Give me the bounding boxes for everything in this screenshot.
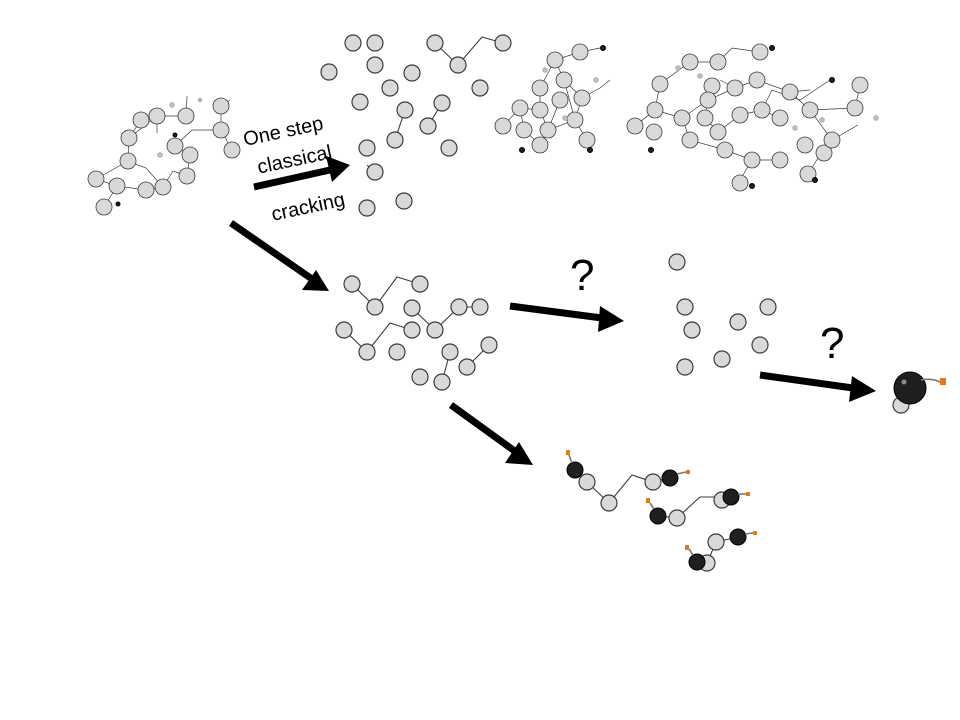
arrow-to-fragments [509, 302, 624, 332]
chain-with-bombs-3 [685, 528, 757, 572]
chain-with-bombs-2 [646, 488, 750, 527]
chain-with-bombs-1 [566, 450, 690, 512]
lower-arrow [448, 402, 533, 465]
bomb-icon [892, 371, 946, 414]
chain-fragments-middle [335, 275, 498, 391]
question-mark-1: ? [570, 251, 594, 300]
classical-cracking-arrow [253, 156, 350, 191]
initial-molecule-cluster [87, 95, 241, 216]
middle-arrow [229, 220, 329, 291]
recombined-cluster-2 [626, 43, 879, 192]
arrow-to-bomb [759, 371, 876, 402]
single-atoms-right [668, 253, 777, 376]
recombined-cluster-1 [494, 43, 611, 154]
label-line-3: cracking [269, 189, 346, 226]
question-mark-2: ? [820, 319, 844, 368]
small-fragments-top [320, 34, 512, 217]
